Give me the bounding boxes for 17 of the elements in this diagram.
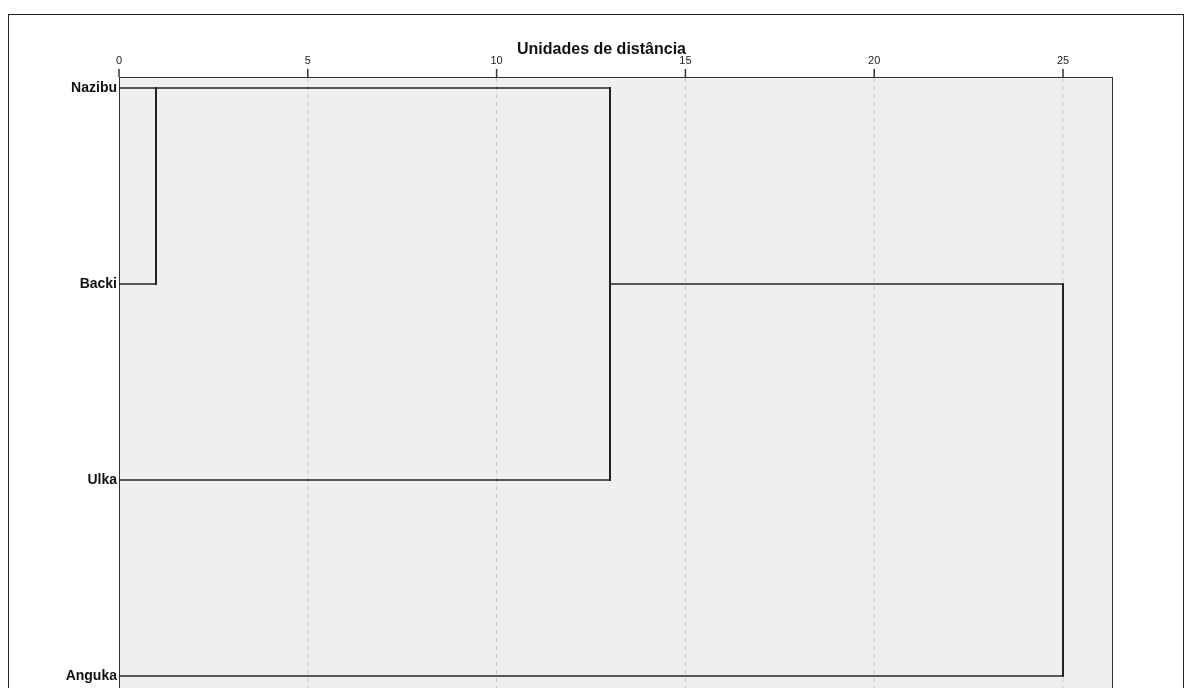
leaf-label: Backi — [79, 275, 117, 292]
tick-label: 25 — [1055, 54, 1071, 66]
tick-label: 0 — [114, 54, 124, 66]
tick-label: 15 — [678, 54, 693, 66]
tick-label: 20 — [867, 54, 882, 66]
dendrogram-line — [118, 87, 156, 89]
dendrogram-line — [118, 479, 610, 481]
dendrogram-line — [610, 283, 1063, 285]
dendrogram-line — [118, 283, 156, 285]
tick-label: 5 — [303, 54, 312, 66]
leaf-label: Ulka — [87, 471, 117, 488]
axis-title: Unidades de distância — [517, 40, 686, 57]
dendrogram-line — [156, 87, 610, 89]
leaf-label: Nazibu — [71, 79, 117, 96]
tick-label: 10 — [489, 54, 504, 66]
dendrogram-line — [118, 675, 1063, 677]
leaf-label: Anguka — [65, 667, 117, 684]
